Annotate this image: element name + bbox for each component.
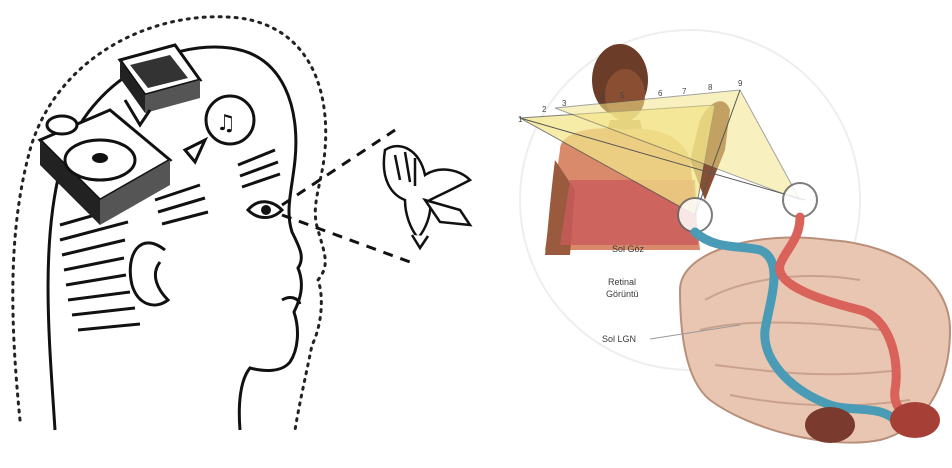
field-point: 2 — [542, 105, 547, 114]
label-left-eye: Sol Göz — [612, 244, 645, 254]
head-sketch: ♫ — [0, 0, 530, 468]
field-point: 7 — [682, 87, 687, 96]
ear — [130, 243, 168, 305]
field-point: 5 — [620, 91, 625, 100]
svg-text:♫: ♫ — [216, 111, 236, 136]
field-point: 3 — [562, 99, 567, 108]
record-player-memory — [40, 110, 170, 225]
field-point: 8 — [708, 83, 713, 92]
label-left-lgn: Sol LGN — [602, 334, 636, 344]
field-point: 1 — [518, 115, 523, 124]
right-eye-ball — [783, 183, 817, 217]
bird — [384, 146, 470, 248]
visual-pathway-diagram: 1 2 3 4 5 6 7 8 9 Sol Göz Retinal Görünt… — [500, 0, 952, 468]
field-point: 9 — [738, 79, 743, 88]
music-note-memory: ♫ — [185, 96, 254, 162]
field-point: 6 — [658, 89, 663, 98]
tv-memory — [120, 45, 200, 125]
label-retinal-image-line1: Retinal — [608, 277, 636, 287]
left-eye-ball — [678, 198, 712, 232]
visual-pathway-svg: 1 2 3 4 5 6 7 8 9 Sol Göz Retinal Görünt… — [500, 0, 952, 468]
label-retinal-image-line2: Görüntü — [606, 289, 639, 299]
head-memory-illustration: ♫ — [0, 0, 530, 468]
field-point: 4 — [600, 93, 605, 102]
left-occipital — [805, 407, 855, 443]
right-occipital — [890, 402, 940, 438]
